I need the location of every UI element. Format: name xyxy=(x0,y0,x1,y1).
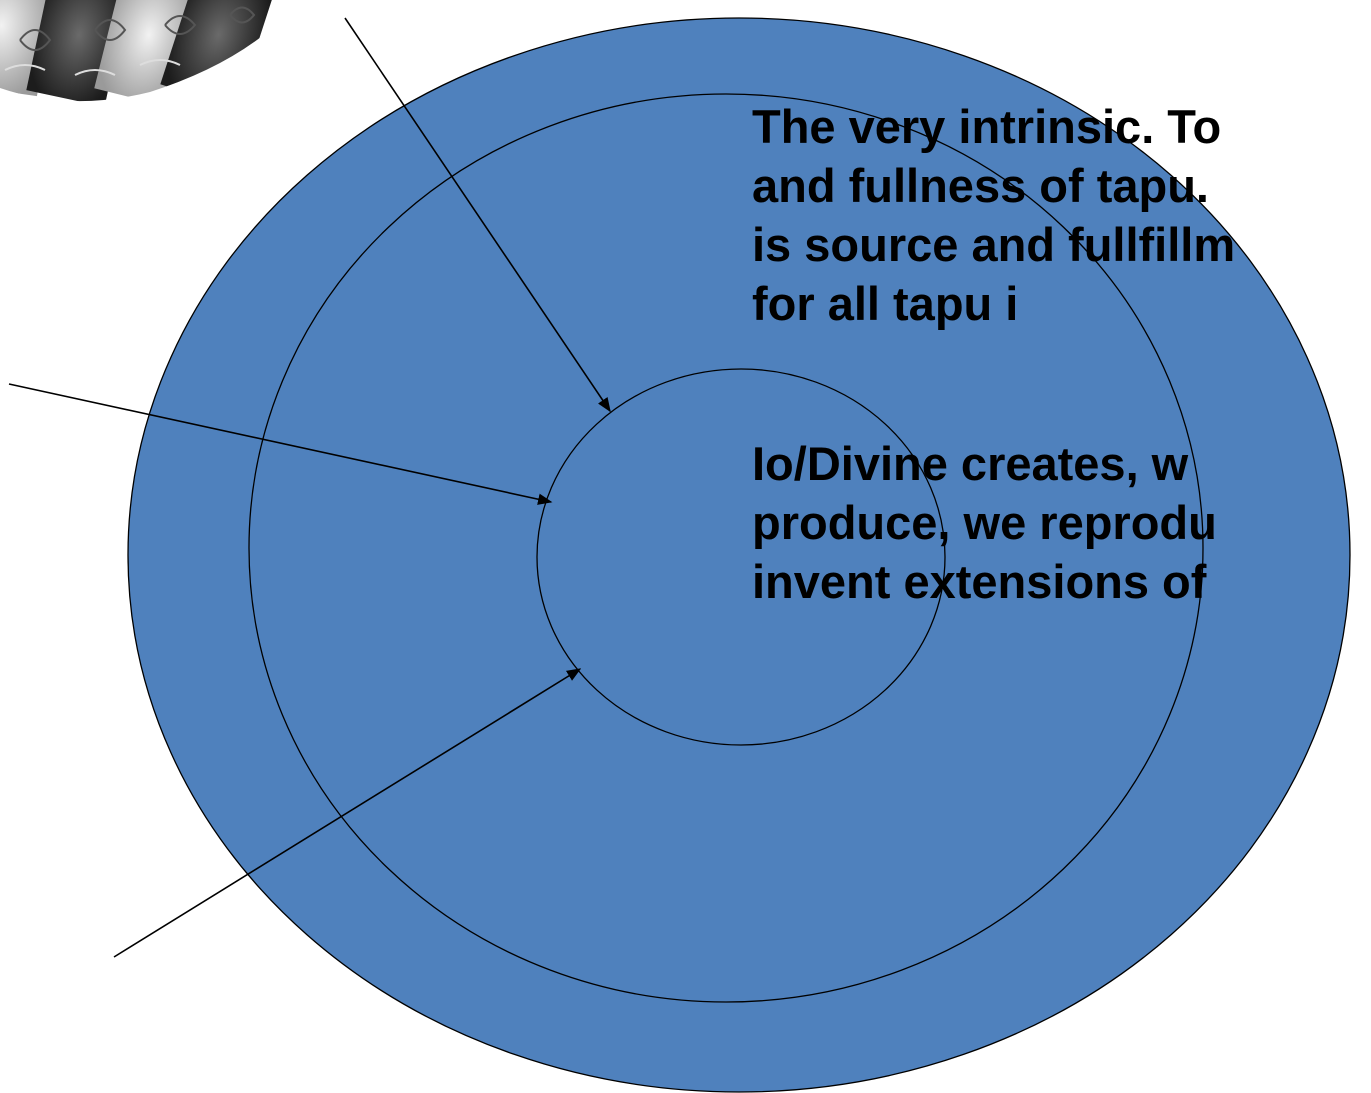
paragraph-divine-creates: Io/Divine creates, w produce, we reprodu… xyxy=(752,434,1371,611)
paragraph-intrinsic-tapu: The very intrinsic. To and fullness of t… xyxy=(752,97,1371,333)
body-text: The very intrinsic. To and fullness of t… xyxy=(752,38,1371,670)
carved-pattern-image xyxy=(0,0,277,109)
